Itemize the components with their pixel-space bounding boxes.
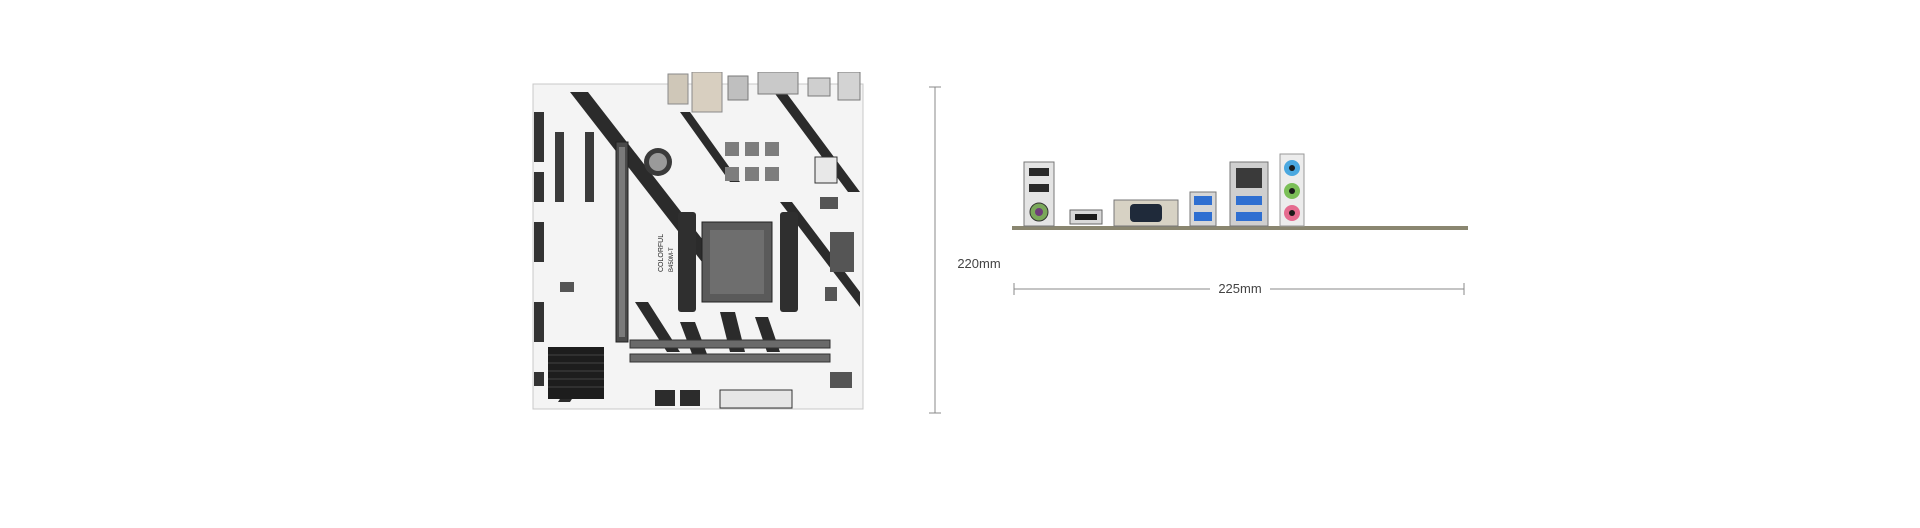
board-brand-text: COLORFUL [658,234,665,272]
width-dimension-label: 225mm [1210,281,1270,296]
motherboard-image: COLORFUL B450M-T [532,72,864,410]
dimension-line-icon [929,86,941,414]
io-panel-image [1012,153,1468,230]
height-dimension-label: 220mm [938,256,1020,271]
board-model-text: B450M-T [669,247,675,272]
